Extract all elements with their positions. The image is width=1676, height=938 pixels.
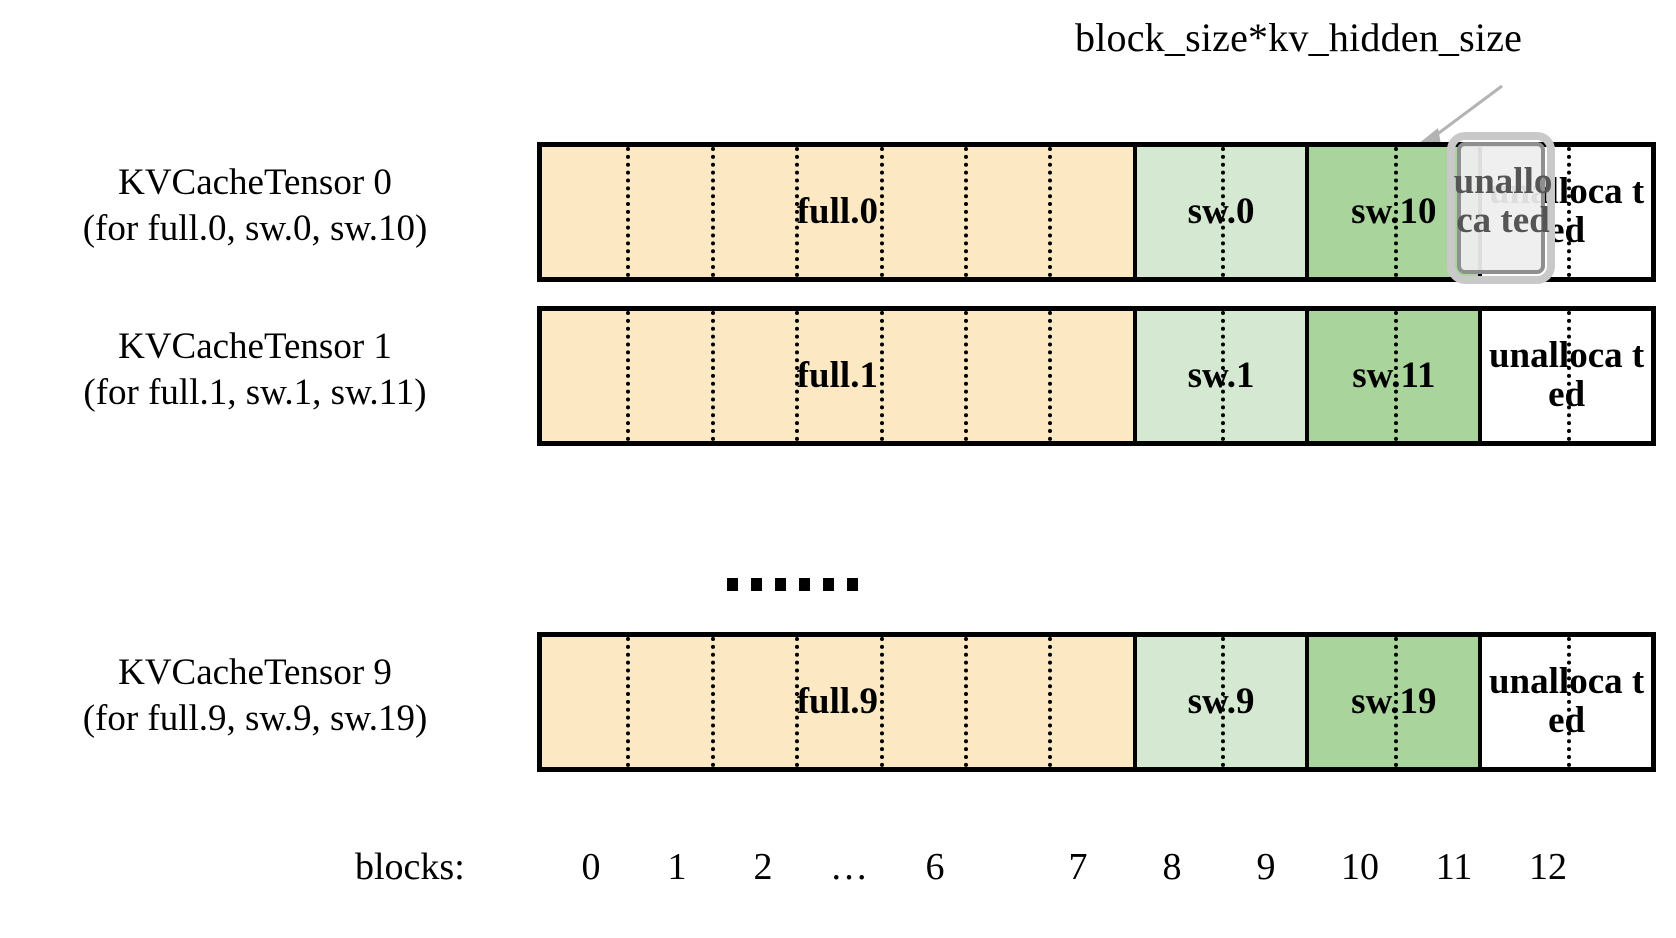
- axis-tick-6: 6: [925, 846, 945, 888]
- segment-label: full.9: [796, 680, 878, 722]
- rows-ellipsis: [727, 578, 858, 591]
- axis-tick-11: 11: [1435, 846, 1473, 888]
- annotation-label: block_size*kv_hidden_size: [1075, 15, 1523, 60]
- blocks-axis: blocks: 0 1 2 … 6 7 8 9 10 11 12: [0, 845, 1676, 905]
- block-highlight-box[interactable]: [1447, 132, 1555, 284]
- row-label-tensor-9: KVCacheTensor 9 (for full.9, sw.9, sw.19…: [20, 650, 490, 742]
- axis-title: blocks:: [355, 846, 465, 888]
- segment-sw-0[interactable]: sw.0: [1136, 147, 1310, 277]
- row-label-line2: (for full.9, sw.9, sw.19): [82, 697, 428, 739]
- row-label-tensor-1: KVCacheTensor 1 (for full.1, sw.1, sw.11…: [20, 324, 490, 416]
- axis-tick-1: 1: [667, 846, 687, 888]
- axis-tick-8: 8: [1162, 846, 1182, 888]
- segment-unallocated-9[interactable]: unalloca ted: [1482, 637, 1651, 767]
- axis-tick-7: 7: [1068, 846, 1088, 888]
- row-label-tensor-0: KVCacheTensor 0 (for full.0, sw.0, sw.10…: [20, 160, 490, 252]
- axis-tick-ellipsis: …: [830, 846, 868, 888]
- axis-tick-0: 0: [581, 846, 601, 888]
- segment-sw-9[interactable]: sw.9: [1136, 637, 1310, 767]
- segment-full-1[interactable]: full.1: [542, 311, 1137, 441]
- row-label-line2: (for full.0, sw.0, sw.10): [82, 207, 428, 249]
- axis-tick-2: 2: [753, 846, 773, 888]
- segment-full-0[interactable]: full.0: [542, 147, 1137, 277]
- row-label-line2: (for full.1, sw.1, sw.11): [83, 371, 427, 413]
- segment-sw-11[interactable]: sw.11: [1309, 311, 1483, 441]
- segment-label: full.1: [796, 354, 878, 396]
- tensor-bar-9: full.9 sw.9 sw.19 unalloca ted: [537, 632, 1656, 772]
- segment-label: full.0: [796, 190, 878, 232]
- row-label-line1: KVCacheTensor 0: [118, 162, 392, 203]
- axis-tick-12: 12: [1529, 846, 1567, 888]
- segment-sw-1[interactable]: sw.1: [1136, 311, 1310, 441]
- row-label-line1: KVCacheTensor 9: [118, 652, 392, 693]
- segment-sw-19[interactable]: sw.19: [1309, 637, 1483, 767]
- axis-tick-9: 9: [1256, 846, 1276, 888]
- segment-unallocated-1[interactable]: unalloca ted: [1482, 311, 1651, 441]
- tensor-bar-1: full.1 sw.1 sw.11 unalloca ted: [537, 306, 1656, 446]
- segment-full-9[interactable]: full.9: [542, 637, 1137, 767]
- axis-tick-10: 10: [1341, 846, 1379, 888]
- row-label-line1: KVCacheTensor 1: [118, 326, 392, 367]
